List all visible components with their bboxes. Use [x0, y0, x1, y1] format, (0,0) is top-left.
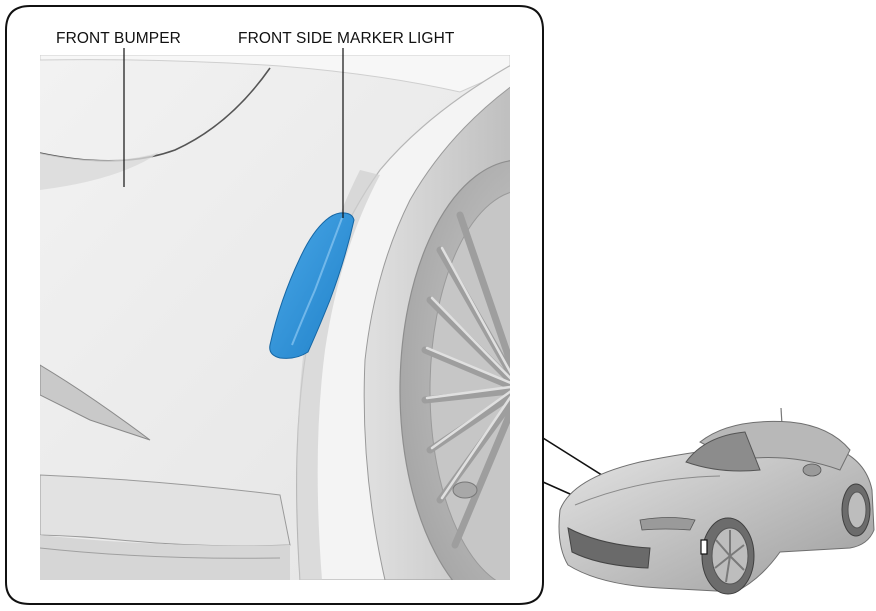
hood-gap	[40, 55, 510, 93]
intake-crease	[40, 364, 151, 441]
front-bumper-label: FRONT BUMPER	[56, 30, 181, 47]
front-side-marker-light	[269, 212, 355, 359]
marker-location-indicator	[700, 539, 708, 555]
overview-car	[558, 407, 875, 595]
detail-illustration	[40, 55, 510, 580]
front-side-marker-light-label: FRONT SIDE MARKER LIGHT	[238, 30, 455, 47]
detail-view: FRONT BUMPER FRONT SIDE MARKER LIGHT	[5, 5, 544, 605]
wheel	[399, 160, 510, 580]
